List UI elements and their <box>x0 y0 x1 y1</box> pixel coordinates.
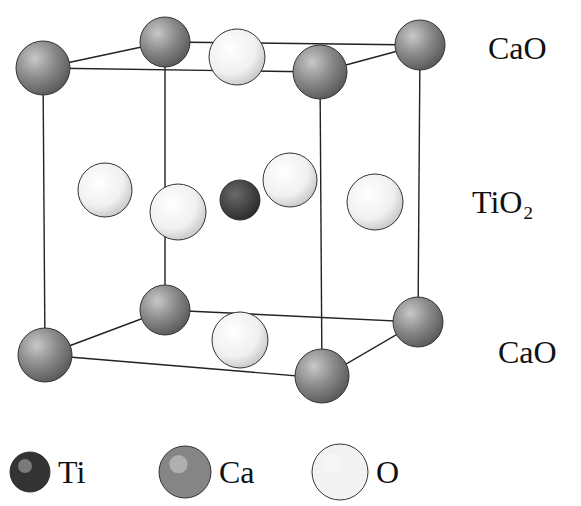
layer-label: CaO <box>488 32 547 64</box>
swatch-sphere <box>312 444 368 500</box>
legend-text: O <box>376 456 399 488</box>
legend-swatch <box>310 442 370 502</box>
layer-label: TiO₂ <box>472 186 534 218</box>
layer-label: CaO <box>498 336 557 368</box>
legend-swatch <box>157 444 213 500</box>
swatch-highlight <box>323 454 343 474</box>
swatch-highlight <box>18 459 32 473</box>
legend-swatch <box>8 450 52 494</box>
legend-text: Ti <box>58 456 85 488</box>
atoms <box>16 17 445 403</box>
swatch-sphere <box>10 452 50 492</box>
swatch-highlight <box>169 455 187 473</box>
cell-edges <box>43 42 420 378</box>
legend-text: Ca <box>219 456 255 488</box>
swatch-sphere <box>159 446 211 498</box>
